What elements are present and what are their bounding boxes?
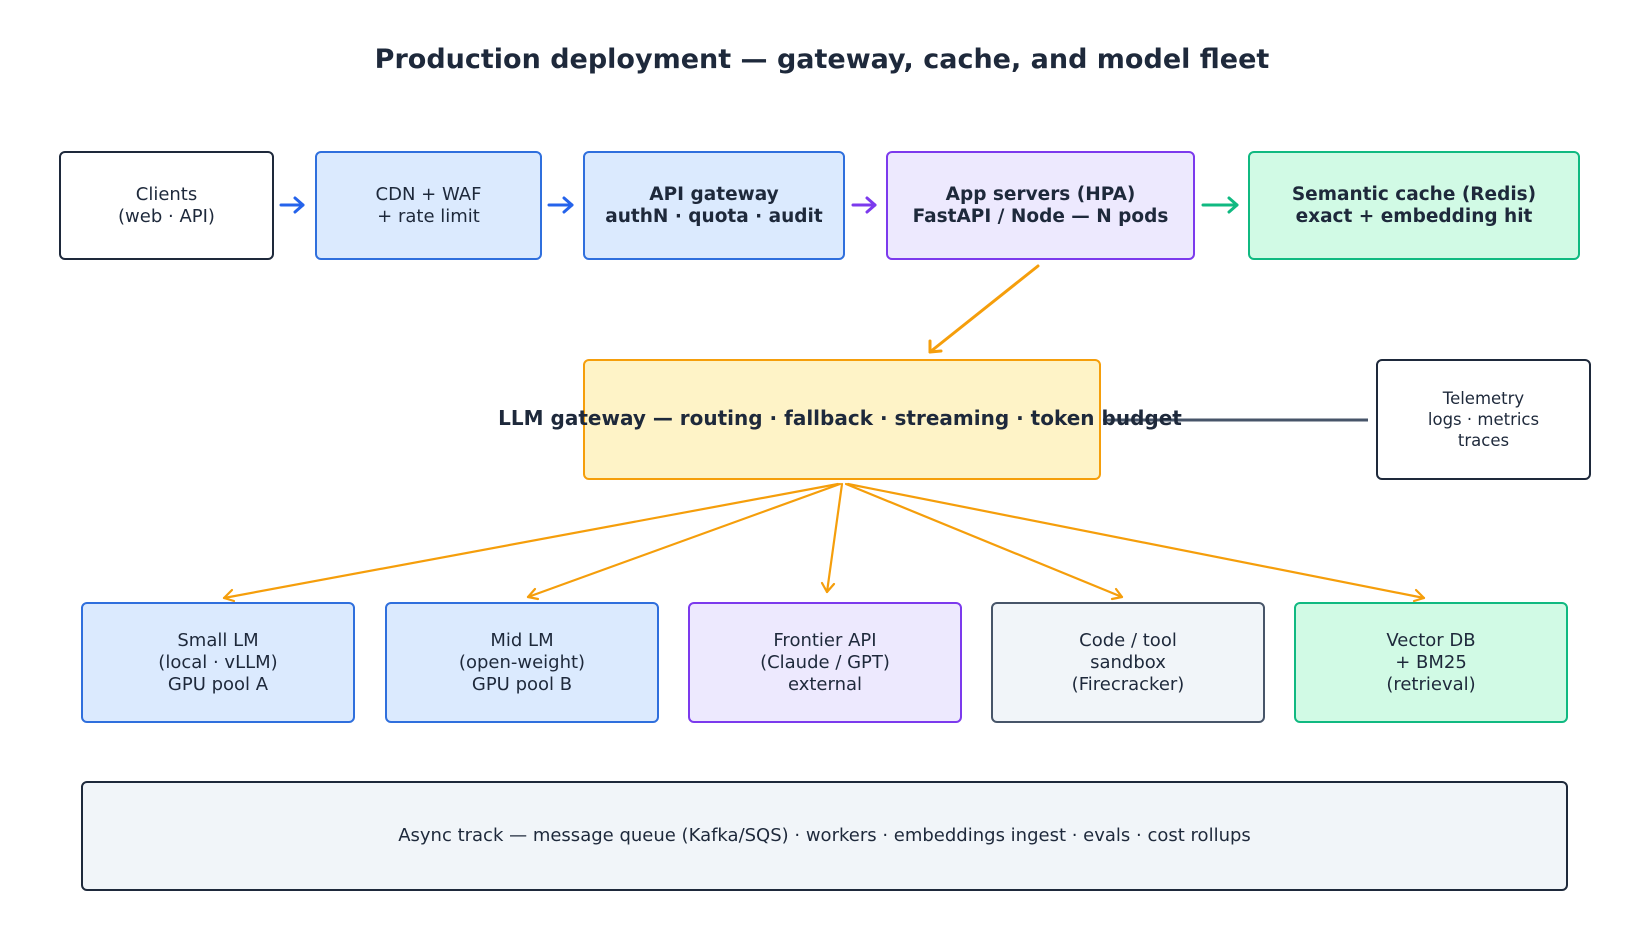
api-gateway-label: API gateway (649, 183, 779, 205)
cdn-waf-node: CDN + WAF + rate limit (315, 151, 542, 260)
clients-node: Clients (web · API) (59, 151, 274, 260)
frontier-api-label: Frontier API (773, 629, 877, 651)
code-sandbox-label: Code / tool (1079, 629, 1177, 651)
async-track-node: Async track — message queue (Kafka/SQS) … (81, 781, 1568, 891)
clients-sublabel: (web · API) (118, 205, 215, 227)
vector-db-node: Vector DB + BM25 (retrieval) (1294, 602, 1568, 723)
mid-lm-node: Mid LM (open-weight) GPU pool B (385, 602, 659, 723)
arrow-llm-to-frontier-api (820, 482, 844, 594)
telemetry-sublabel: logs · metrics (1427, 410, 1540, 429)
llm-gateway-node (583, 359, 1101, 480)
vector-db-note: (retrieval) (1386, 673, 1476, 695)
arrow-app-servers-to-llm-gateway (928, 264, 1040, 354)
code-sandbox-node: Code / tool sandbox (Firecracker) (991, 602, 1265, 723)
api-gateway-node: API gateway authN · quota · audit (583, 151, 845, 260)
arrow-llm-to-small-lm (222, 482, 840, 603)
arrow-api-gateway-to-app-servers (851, 196, 877, 214)
frontier-api-node: Frontier API (Claude / GPT) external (688, 602, 962, 723)
semantic-cache-sublabel: exact + embedding hit (1295, 205, 1533, 227)
telemetry-sublabel-2: traces (1457, 431, 1510, 450)
vector-db-sublabel: + BM25 (1395, 651, 1467, 673)
mid-lm-sublabel: (open-weight) (458, 651, 586, 673)
small-lm-pool: GPU pool A (167, 673, 269, 695)
async-track-label: Async track — message queue (Kafka/SQS) … (398, 825, 1251, 846)
small-lm-sublabel: (local · vLLM) (158, 651, 278, 673)
llm-gateway-label: LLM gateway — routing · fallback · strea… (498, 406, 1182, 430)
arrow-llm-to-mid-lm (526, 482, 842, 601)
semantic-cache-node: Semantic cache (Redis) exact + embedding… (1248, 151, 1580, 260)
cdn-label: CDN + WAF (375, 183, 482, 205)
arrow-llm-to-vector-db (846, 482, 1426, 603)
frontier-api-note: external (787, 673, 863, 695)
app-servers-label: App servers (HPA) (945, 183, 1136, 205)
telemetry-node: Telemetry logs · metrics traces (1376, 359, 1591, 480)
mid-lm-label: Mid LM (490, 629, 554, 651)
diagram-title: Production deployment — gateway, cache, … (374, 44, 1270, 75)
vector-db-label: Vector DB (1386, 629, 1476, 651)
code-sandbox-sublabel: sandbox (1090, 651, 1166, 673)
mid-lm-pool: GPU pool B (471, 673, 573, 695)
small-lm-node: Small LM (local · vLLM) GPU pool A (81, 602, 355, 723)
app-servers-node: App servers (HPA) FastAPI / Node — N pod… (886, 151, 1195, 260)
code-sandbox-note: (Firecracker) (1071, 673, 1185, 695)
arrow-llm-to-code-sandbox (844, 482, 1124, 601)
small-lm-label: Small LM (177, 629, 259, 651)
frontier-api-sublabel: (Claude / GPT) (760, 651, 890, 673)
app-servers-sublabel: FastAPI / Node — N pods (912, 205, 1169, 227)
telemetry-label: Telemetry (1442, 389, 1525, 408)
api-gateway-sublabel: authN · quota · audit (605, 205, 823, 227)
arrow-cdn-to-api-gateway (547, 196, 574, 214)
arrow-clients-to-cdn (279, 196, 305, 214)
semantic-cache-label: Semantic cache (Redis) (1291, 183, 1537, 205)
arrow-app-servers-to-semantic-cache (1201, 196, 1239, 214)
cdn-sublabel: + rate limit (377, 205, 480, 227)
clients-label: Clients (135, 183, 198, 205)
